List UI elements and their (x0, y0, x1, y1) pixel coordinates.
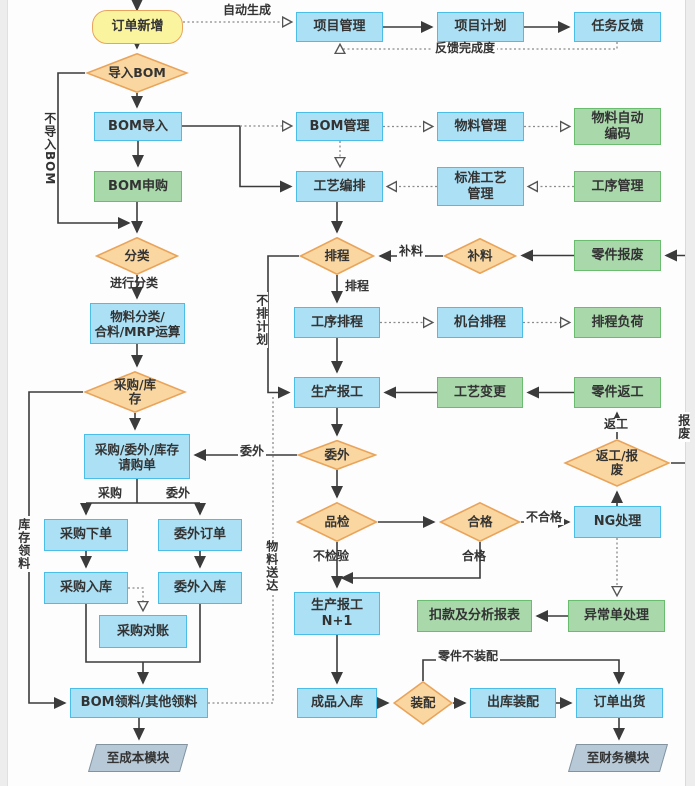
diamond-shape (299, 237, 375, 275)
node-machine-schedule: 机台排程 (437, 307, 523, 338)
node-outsource-order: 委外订单 (158, 519, 242, 551)
node-to-finance: 至财务模块 (567, 744, 669, 772)
edge-label-schedule: 排程 (345, 279, 370, 293)
edge-label-parts-no-assembly: 零件不装配 (436, 649, 501, 664)
diamond-shape (296, 502, 378, 542)
node-material-classify: 物料分类/ 合料/MRP运算 (90, 303, 185, 344)
node-purchase-request: 采购/委外/库存 请购单 (84, 434, 190, 479)
node-project-plan: 项目计划 (437, 12, 524, 42)
node-classify: 分类 (95, 237, 179, 275)
node-project-mgmt: 项目管理 (296, 12, 383, 42)
diamond-shape (439, 502, 521, 542)
node-task-feedback: 任务反馈 (574, 12, 661, 42)
edge-label-scrap: 报废 (676, 412, 691, 442)
node-supplement: 补料 (443, 238, 517, 274)
node-bom-picking: BOM领料/其他领料 (70, 688, 208, 718)
node-op-schedule: 工序排程 (294, 307, 380, 338)
diamond-shape (85, 53, 189, 93)
node-bom-purchase: BOM申购 (94, 171, 182, 202)
page-edge-left (0, 0, 8, 786)
node-outsource: 委外 (297, 440, 377, 470)
node-abnormal-handle: 异常单处理 (568, 600, 665, 632)
node-material-mgmt: 物料管理 (437, 112, 524, 141)
node-purchase-order: 采购下单 (44, 519, 128, 551)
edge-label-do-classify: 进行分类 (110, 276, 159, 290)
node-production-report-n1: 生产报工 N+1 (294, 592, 380, 635)
node-production-report: 生产报工 (294, 377, 380, 408)
edge-label-no-import-bom: 不导入BOM (42, 110, 57, 188)
edge-label-no-schedule-plan: 不排计划 (254, 292, 269, 348)
node-purchase-in: 采购入库 (44, 572, 128, 604)
node-finished-in: 成品入库 (297, 688, 377, 718)
edge-label-unqualified: 不合格 (524, 510, 565, 525)
node-bom-mgmt: BOM管理 (296, 112, 383, 141)
node-purchase-stock: 采购/库 存 (83, 371, 187, 413)
edge-label-rework: 返工 (602, 417, 631, 432)
diamond-shape (443, 238, 517, 274)
diamond-shape (297, 440, 377, 470)
node-to-cost: 至成本模块 (87, 744, 189, 772)
node-process-arrange: 工艺编排 (296, 171, 383, 202)
node-ng-handle: NG处理 (574, 506, 661, 538)
node-deduction-report: 扣款及分析报表 (417, 600, 532, 632)
node-process-change: 工艺变更 (437, 377, 523, 408)
node-schedule-load: 排程负荷 (574, 307, 661, 338)
node-part-rework: 零件返工 (574, 377, 661, 408)
edge-label-material-arrival: 物料送达 (264, 538, 279, 594)
node-quality-check: 品检 (296, 502, 378, 542)
node-part-scrap: 零件报废 (574, 240, 661, 271)
edge-label-supplement: 补料 (397, 244, 426, 259)
node-operation-mgmt: 工序管理 (574, 171, 661, 202)
edge-label-auto-generate: 自动生成 (221, 3, 274, 18)
node-std-process: 标准工艺 管理 (437, 167, 524, 206)
edge-label-outsource-to-request: 委外 (238, 444, 267, 459)
diamond-shape (95, 237, 179, 275)
node-schedule: 排程 (299, 237, 375, 275)
node-material-autocode: 物料自动 编码 (574, 108, 661, 145)
node-assembly: 装配 (393, 681, 453, 725)
edge-label-no-inspection: 不检验 (313, 549, 350, 563)
edge-label-stock-picking: 库存领料 (16, 516, 31, 572)
edge-label-qualified: 合格 (462, 549, 487, 563)
edge-label-purchase-branch: 采购 (96, 486, 125, 501)
node-outsource-in: 委外入库 (158, 572, 242, 604)
page-edge-right (685, 0, 695, 786)
node-rework-scrap: 返工/报 废 (563, 439, 671, 487)
node-warehouse-assembly: 出库装配 (470, 688, 556, 718)
edge-label-feedback-completion: 反馈完成度 (433, 41, 498, 56)
node-qualified: 合格 (439, 502, 521, 542)
diamond-shape (563, 439, 671, 487)
node-bom-import: BOM导入 (94, 112, 182, 141)
node-import-bom: 导入BOM (85, 53, 189, 93)
node-order-ship: 订单出货 (576, 688, 663, 718)
node-order-add: 订单新增 (92, 10, 183, 44)
diamond-shape (83, 371, 187, 413)
edge-label-outsource-branch: 委外 (164, 486, 193, 501)
diamond-shape (393, 681, 453, 725)
node-purchase-reconcile: 采购对账 (99, 615, 187, 648)
